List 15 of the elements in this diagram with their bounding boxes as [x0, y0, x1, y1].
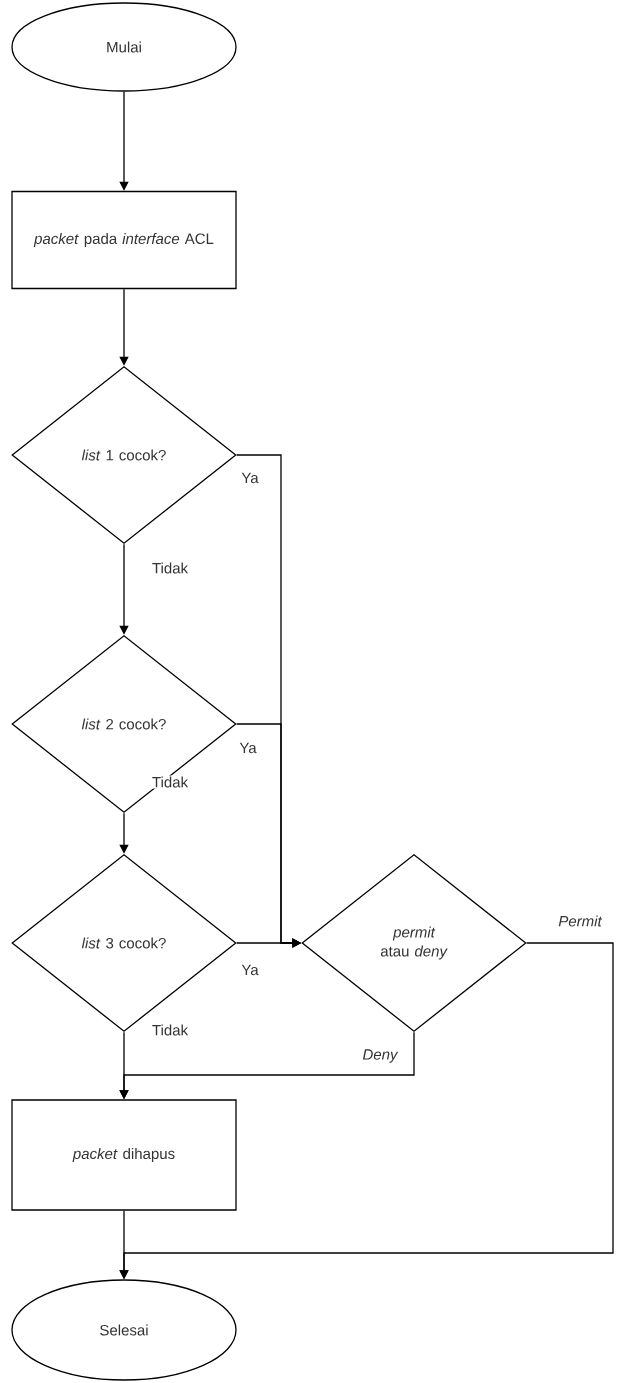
edge-label: Tidak [150, 775, 190, 789]
arrow [119, 288, 129, 366]
process-box: packet dihapus [11, 1099, 237, 1211]
edge-label: Permit [557, 914, 603, 928]
end-oval: Selesai [11, 1279, 237, 1381]
edge-label: Ya [240, 471, 260, 485]
edge-label: Ya [240, 963, 260, 977]
edge-label: Deny [361, 1048, 399, 1064]
arrow [119, 91, 129, 191]
start-oval: Mulai [11, 2, 237, 92]
edge-label: Ya [238, 741, 258, 755]
arrow [119, 812, 129, 854]
arrow [119, 543, 129, 635]
process-box: packet pada interface ACL [11, 190, 237, 290]
edge-label: Tidak [150, 561, 190, 575]
